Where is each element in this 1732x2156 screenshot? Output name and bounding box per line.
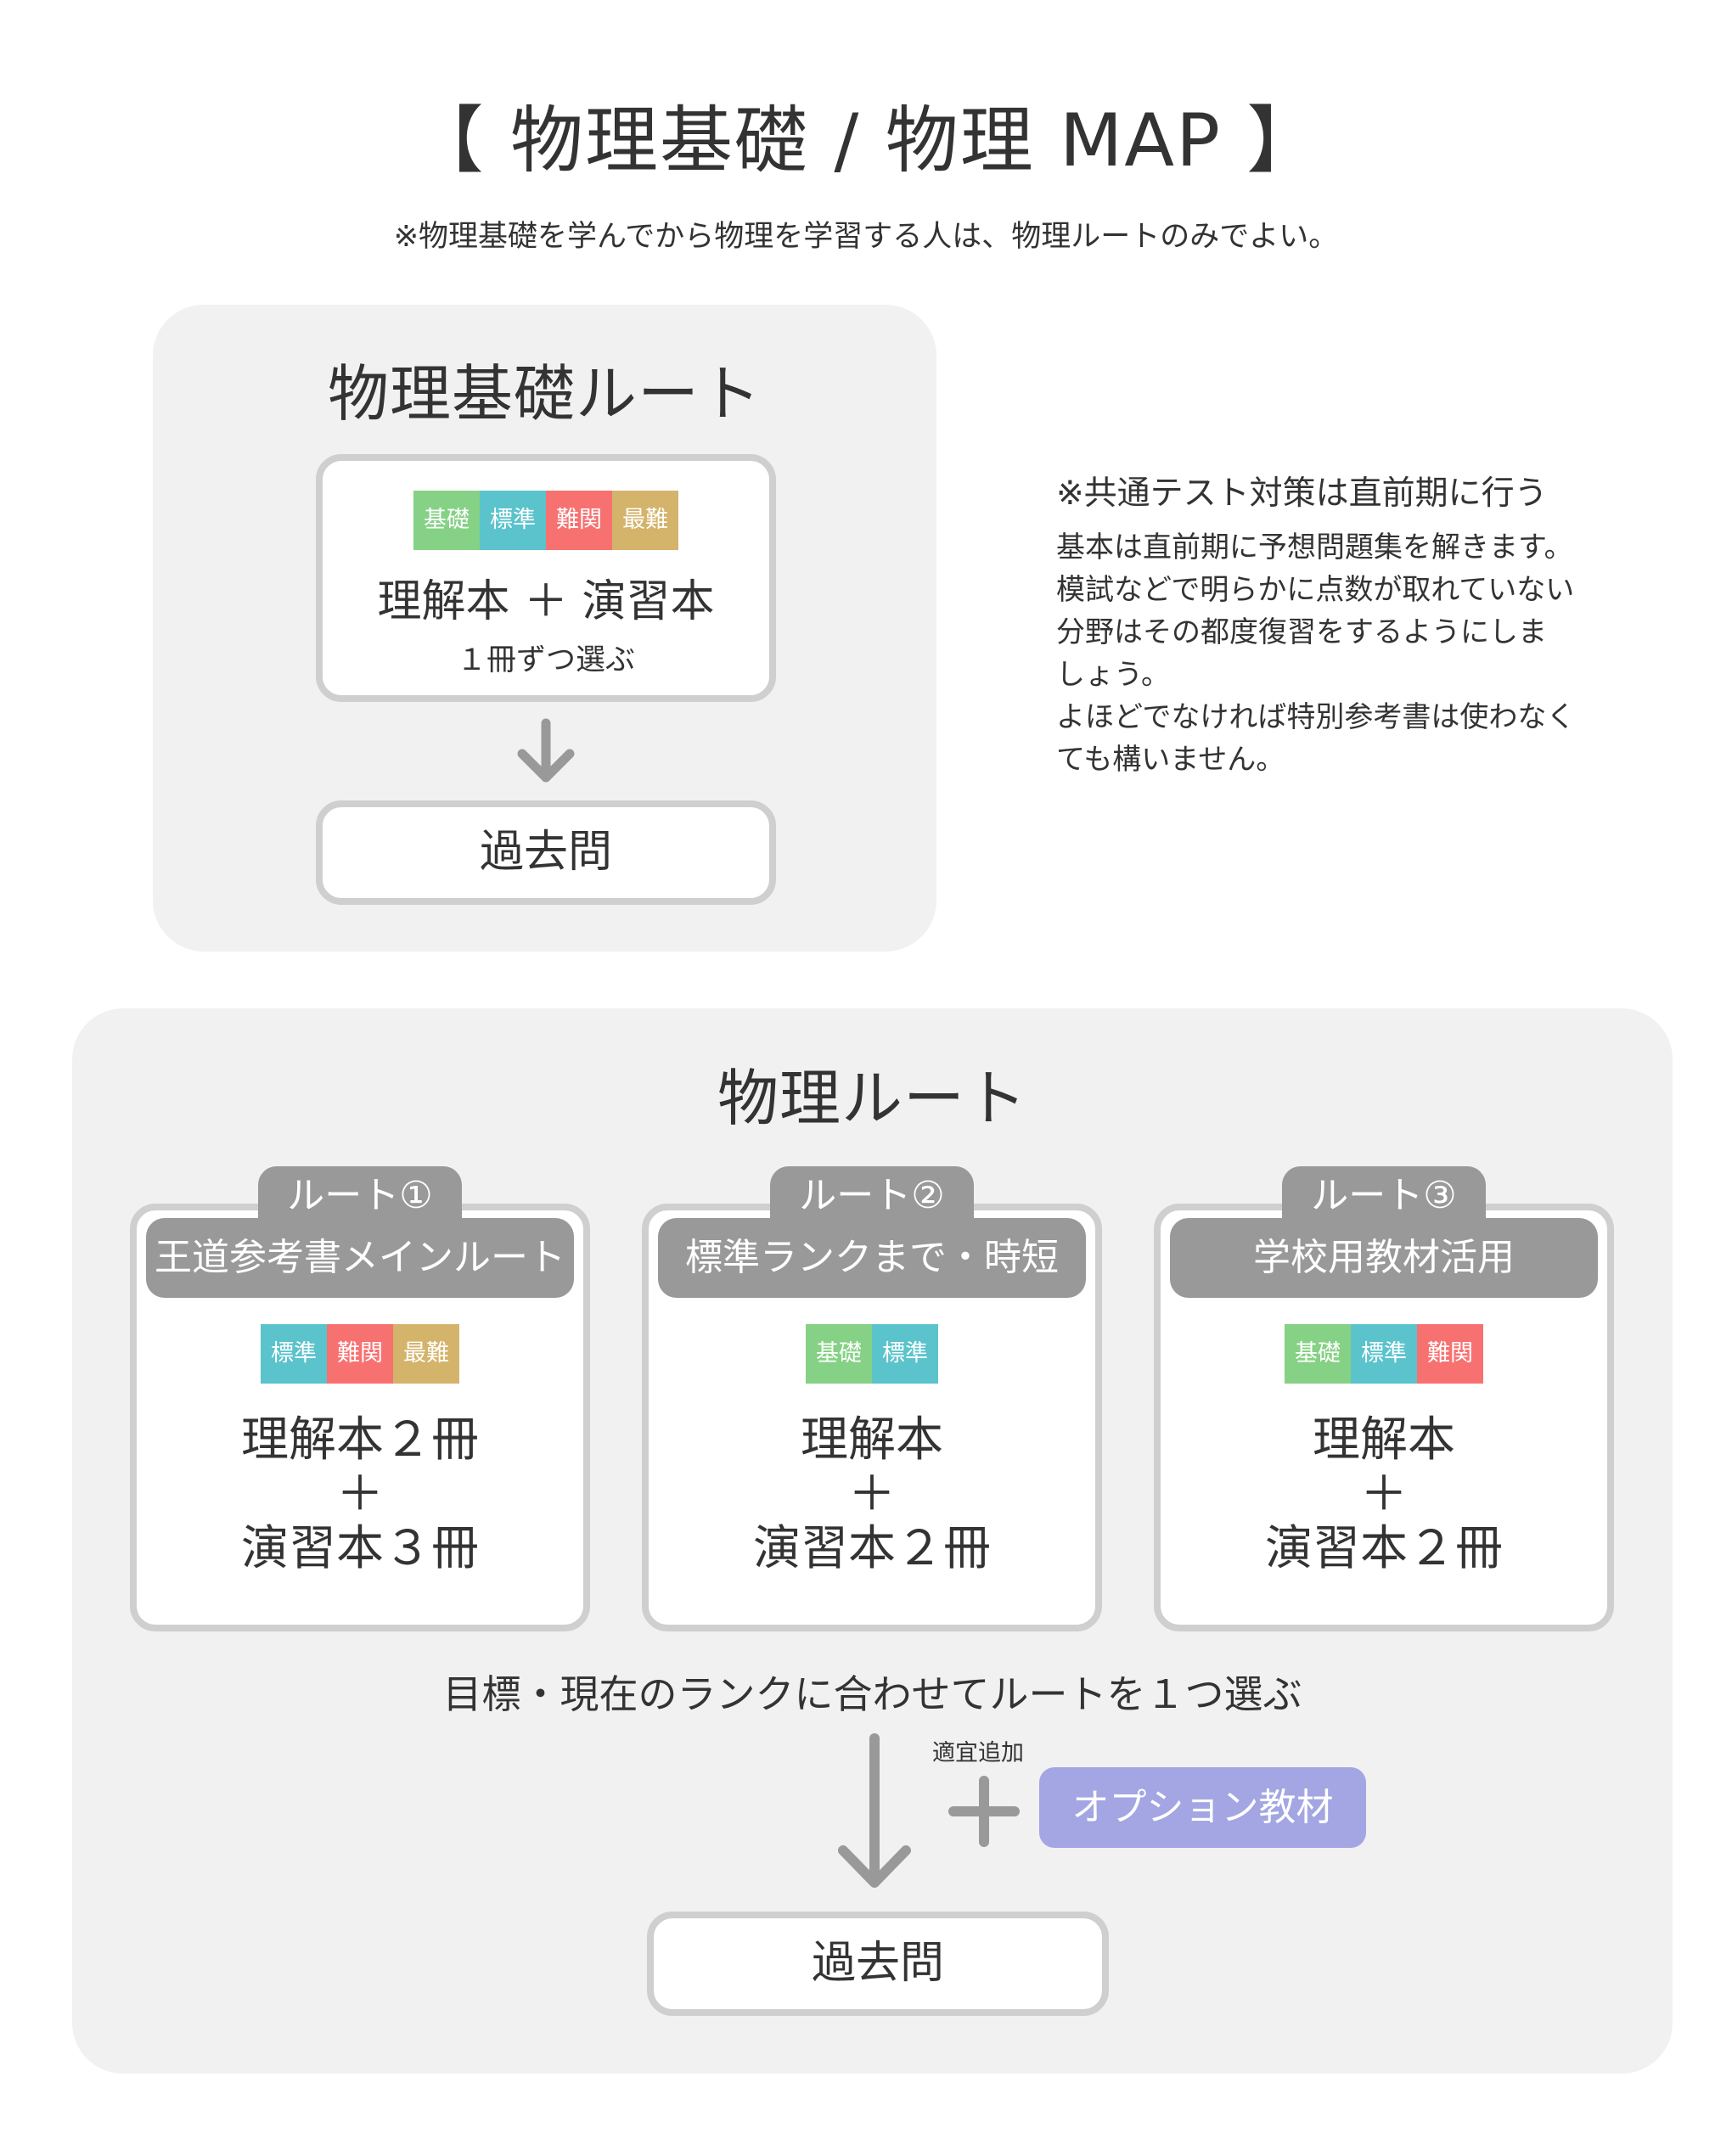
route-2-plus: ＋ xyxy=(848,1467,896,1522)
down-arrow-icon xyxy=(512,718,580,786)
route-3-line2: 演習本２冊 xyxy=(1265,1521,1503,1576)
kiso-card-sub: １冊ずつ選ぶ xyxy=(456,643,635,677)
kiso-route-card: 基礎 標準 難関 最難 理解本 ＋ 演習本 １冊ずつ選ぶ xyxy=(316,454,776,702)
kiso-route-title: 物理基礎ルート xyxy=(327,358,762,430)
note-heading: ※共通テスト対策は直前期に行う xyxy=(1056,474,1548,513)
route-name-3: 学校用教材活用 xyxy=(1170,1218,1598,1298)
butsuri-final-label: 過去問 xyxy=(811,1938,944,1989)
note-line: 分野はその都度復習をするようにしま xyxy=(1056,615,1547,649)
route-name-1: 王道参考書メインルート xyxy=(146,1218,574,1298)
common-test-note: ※共通テスト対策は直前期に行う 基本は直前期に予想問題集を解きます。 模試などで… xyxy=(1056,467,1617,781)
route-tab-3: ルート③ xyxy=(1282,1166,1486,1226)
kiso-final-card: 過去問 xyxy=(316,800,776,905)
kiso-final-label: 過去問 xyxy=(479,827,612,878)
long-down-arrow-icon xyxy=(836,1732,913,1896)
badge-nankan: 難関 xyxy=(546,491,612,550)
level-badges: 基礎 標準 難関 最難 xyxy=(323,491,769,550)
route-2-line1: 理解本 xyxy=(801,1412,943,1468)
route-tab-1: ルート① xyxy=(258,1166,462,1226)
badge-hyojun: 標準 xyxy=(1351,1324,1417,1384)
badge-sainan: 最難 xyxy=(612,491,678,550)
route-3-plus: ＋ xyxy=(1360,1467,1408,1522)
badge-kiso: 基礎 xyxy=(1285,1324,1351,1384)
route-1-content: 理解本２冊 ＋ 演習本３冊 xyxy=(130,1413,590,1576)
badge-kiso: 基礎 xyxy=(413,491,480,550)
route-2-content: 理解本 ＋ 演習本２冊 xyxy=(642,1413,1102,1576)
butsuri-route-title: 物理ルート xyxy=(717,1063,1027,1134)
route-3-line1: 理解本 xyxy=(1313,1412,1455,1468)
note-line: ても構いません。 xyxy=(1056,743,1285,777)
route-instruction: 目標・現在のランクに合わせてルートを１つ選ぶ xyxy=(442,1671,1302,1717)
badge-hyojun: 標準 xyxy=(261,1324,327,1384)
route-1-plus: ＋ xyxy=(336,1467,384,1522)
badge-nankan: 難関 xyxy=(1417,1324,1483,1384)
option-material: オプション教材 xyxy=(1039,1767,1366,1848)
route-3-badges: 基礎 標準 難関 xyxy=(1154,1324,1614,1384)
badge-kiso: 基礎 xyxy=(806,1324,872,1384)
route-1-line2: 演習本３冊 xyxy=(241,1521,479,1576)
page-subtitle: ※物理基礎を学んでから物理を学習する人は、物理ルートのみでよい。 xyxy=(393,220,1339,254)
note-line: 基本は直前期に予想問題集を解きます。 xyxy=(1056,531,1573,564)
route-2-badges: 基礎 標準 xyxy=(642,1324,1102,1384)
note-line: 模試などで明らかに点数が取れていない xyxy=(1056,573,1575,607)
route-3-content: 理解本 ＋ 演習本２冊 xyxy=(1154,1413,1614,1576)
note-line: よほどでなければ特別参考書は使わなく xyxy=(1056,700,1576,734)
route-tab-2: ルート② xyxy=(770,1166,974,1226)
page-title: 【 物理基礎 / 物理 MAP 】 xyxy=(410,98,1322,183)
route-2-line2: 演習本２冊 xyxy=(753,1521,991,1576)
add-label: 適宜追加 xyxy=(932,1740,1024,1766)
route-1-line1: 理解本２冊 xyxy=(241,1412,479,1468)
butsuri-final-card: 過去問 xyxy=(647,1912,1109,2016)
badge-hyojun: 標準 xyxy=(480,491,546,550)
badge-hyojun: 標準 xyxy=(872,1324,938,1384)
note-line: しょう。 xyxy=(1056,658,1170,692)
route-1-badges: 標準 難関 最難 xyxy=(130,1324,590,1384)
kiso-card-main: 理解本 ＋ 演習本 xyxy=(377,576,715,627)
badge-nankan: 難関 xyxy=(327,1324,393,1384)
plus-icon xyxy=(948,1776,1020,1850)
note-body: 基本は直前期に予想問題集を解きます。 模試などで明らかに点数が取れていない 分野… xyxy=(1056,526,1617,781)
route-name-2: 標準ランクまで・時短 xyxy=(658,1218,1086,1298)
badge-sainan: 最難 xyxy=(393,1324,459,1384)
